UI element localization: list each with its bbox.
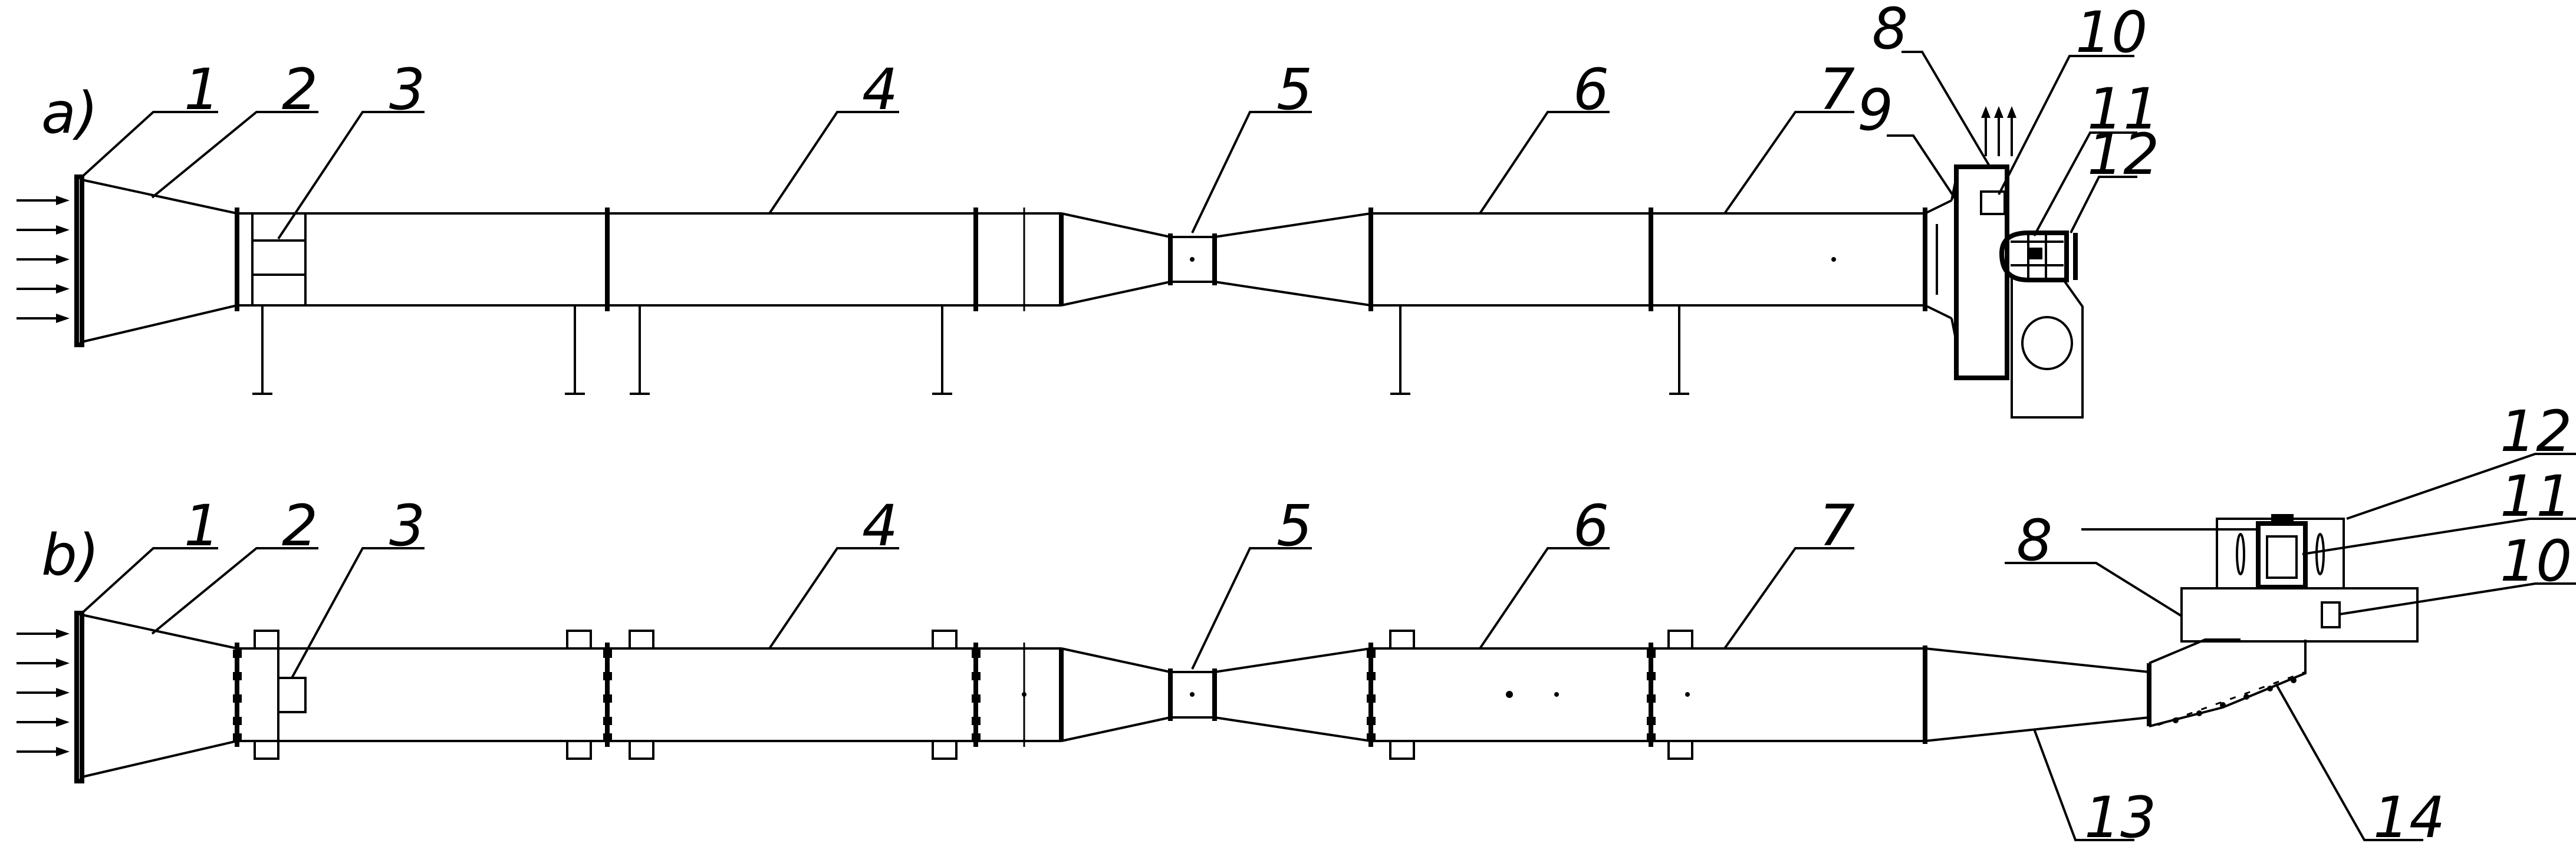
callout-b-2: 2 (282, 493, 318, 559)
inlet-flange-a (74, 174, 84, 347)
flange-bolts-b (233, 650, 1656, 742)
panel-b-label: b) (41, 522, 99, 588)
flow-straightener-a (251, 239, 307, 276)
duct-section-6-7-a (1371, 212, 1925, 307)
flow-straightener-b (277, 677, 307, 713)
callout-a-4: 4 (862, 57, 898, 123)
motor-pedestal-a (2011, 277, 2084, 419)
leader-lines (81, 51, 2576, 841)
duct-body-b (237, 647, 1061, 742)
callout-a-3: 3 (389, 57, 425, 123)
callout-a-2: 2 (282, 57, 318, 123)
duct-rivets-b (2173, 677, 2297, 723)
contraction-a (1061, 212, 1171, 307)
fan-housing-b (2180, 587, 2419, 643)
callout-b-12: 12 (2500, 398, 2572, 465)
diffuser-a (1214, 212, 1371, 307)
callout-b-13: 13 (2084, 785, 2156, 851)
callout-b-10: 10 (2500, 528, 2572, 594)
panel-a: a) (17, 80, 2084, 419)
diffuser-b (1214, 647, 1371, 742)
callout-a-6: 6 (1573, 57, 1609, 123)
callout-b-14: 14 (2373, 785, 2445, 851)
duct-flanges-a (235, 208, 1927, 311)
support-lugs-b (254, 630, 1693, 760)
duct-flanges-b (235, 643, 1927, 747)
duct-section-6-7-b (1371, 647, 1925, 742)
callout-a-1: 1 (184, 57, 220, 123)
inclined-duct-b (2149, 638, 2307, 727)
fan-inlet-ring-a (2021, 316, 2073, 370)
inlet-cone-b (81, 614, 238, 778)
fan-motor-b (2256, 514, 2308, 589)
callout-b-4: 4 (862, 493, 898, 559)
callout-a-7: 7 (1819, 57, 1855, 123)
callout-a-5: 5 (1277, 57, 1312, 123)
fan-motor-a (1999, 230, 2069, 282)
inlet-cone-a (81, 179, 238, 343)
motor-coupling-a (2064, 233, 2078, 280)
inlet-flange-b (74, 611, 84, 783)
callout-b-7: 7 (1819, 493, 1855, 559)
callout-b-8: 8 (2016, 508, 2052, 574)
callout-a-8: 8 (1872, 0, 1908, 62)
supports-a (261, 305, 1680, 394)
callout-a-11: 11 (2087, 76, 2159, 142)
callout-a-12: 12 (2087, 121, 2159, 187)
callout-b-6: 6 (1573, 493, 1609, 559)
contraction-b (1061, 647, 1171, 742)
callout-b-11: 11 (2500, 463, 2572, 529)
transition-duct-b (1924, 647, 2150, 742)
duct-body-a (237, 212, 1061, 307)
callout-b-1: 1 (184, 493, 220, 559)
callout-b-3: 3 (389, 493, 425, 559)
panel-b: b) (17, 514, 2419, 783)
callout-b-5: 5 (1277, 493, 1312, 559)
callout-a-10: 10 (2075, 0, 2147, 65)
callout-labels-a: 1 2 3 4 5 6 7 8 9 10 11 12 (184, 0, 2159, 187)
panel-a-label: a) (41, 80, 98, 146)
callout-labels-b: 1 2 3 4 5 6 7 8 12 11 10 13 14 (184, 398, 2572, 851)
callout-a-9: 9 (1857, 77, 1893, 143)
exhaust-arrows-a (1981, 106, 2016, 156)
airflow-arrows-b (17, 629, 70, 756)
airflow-arrows-a (17, 196, 70, 323)
fan-inlet-a (1924, 199, 1952, 320)
